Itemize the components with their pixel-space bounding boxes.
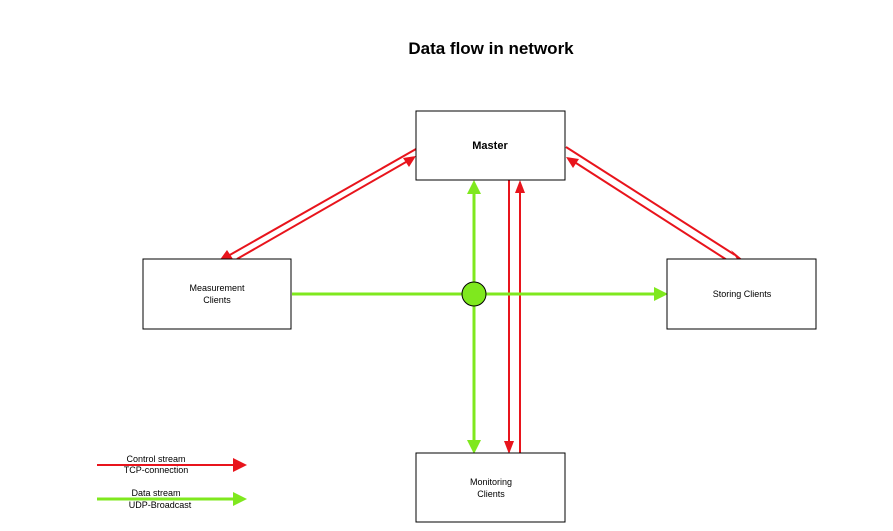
legend-data-label-line1: Data stream xyxy=(131,488,180,498)
node-storing-clients: Storing Clients xyxy=(666,258,817,330)
control-arrowhead-monitoring xyxy=(504,441,514,454)
legend-control-label-line2: TCP-connection xyxy=(124,465,189,475)
control-arrowhead-master-left xyxy=(403,156,416,167)
master-box xyxy=(415,110,566,181)
monitoring-clients-label-line1: Monitoring xyxy=(470,477,512,487)
legend-data-arrowhead xyxy=(233,492,247,506)
data-arrowhead-master xyxy=(467,180,481,194)
control-arrowhead-master-right xyxy=(566,157,579,168)
storing-clients-label: Storing Clients xyxy=(713,289,772,299)
broadcast-hub-node xyxy=(461,281,487,307)
control-line-master-to-measurement xyxy=(227,148,417,257)
data-arrowhead-monitoring xyxy=(467,440,481,454)
data-stream-broadcast xyxy=(292,180,668,454)
node-master: Master xyxy=(415,110,566,181)
monitoring-clients-label-line2: Clients xyxy=(477,489,505,499)
data-arrowhead-storing xyxy=(654,287,668,301)
control-line-measurement-to-master xyxy=(236,161,407,260)
legend-data-label-line2: UDP-Broadcast xyxy=(129,500,192,510)
control-arrowhead-master-bottom xyxy=(515,180,525,193)
measurement-clients-label-line1: Measurement xyxy=(189,283,245,293)
monitoring-clients-box xyxy=(415,452,566,523)
control-line-storing-to-master xyxy=(575,162,728,261)
diagram-title: Data flow in network xyxy=(408,39,574,58)
control-line-master-to-storing xyxy=(565,146,736,256)
master-label: Master xyxy=(472,140,508,152)
control-stream-master-storing xyxy=(565,146,743,261)
legend-control-stream: Control stream TCP-connection xyxy=(97,454,247,475)
control-stream-master-measurement xyxy=(219,148,417,261)
storing-clients-box xyxy=(666,258,817,330)
control-stream-master-monitoring xyxy=(504,180,525,454)
measurement-clients-box xyxy=(142,258,292,330)
measurement-clients-label-line2: Clients xyxy=(203,295,231,305)
legend-control-label-line1: Control stream xyxy=(126,454,185,464)
legend-data-stream: Data stream UDP-Broadcast xyxy=(97,488,247,510)
node-measurement-clients: Measurement Clients xyxy=(142,258,292,330)
legend: Control stream TCP-connection Data strea… xyxy=(97,454,247,510)
control-arrowhead-measurement xyxy=(219,250,233,261)
legend-control-arrowhead xyxy=(233,458,247,472)
node-monitoring-clients: Monitoring Clients xyxy=(415,452,566,523)
control-arrowhead-storing xyxy=(731,250,743,260)
